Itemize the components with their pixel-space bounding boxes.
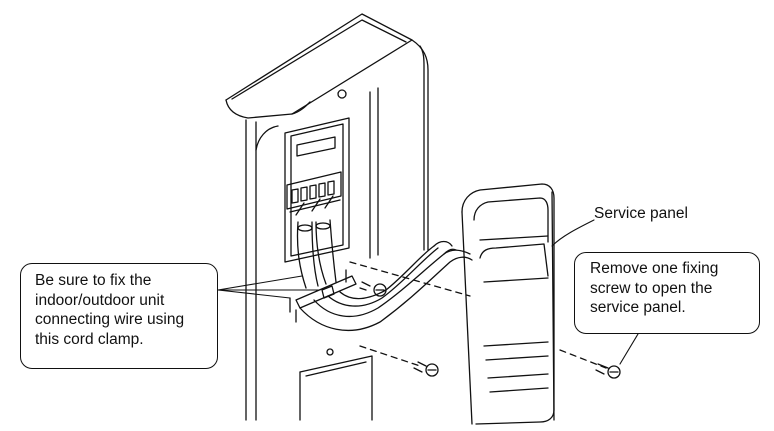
- connecting-wires: [296, 219, 337, 289]
- callout-line: indoor/outdoor unit: [35, 291, 165, 309]
- callout-line: Remove one fixing: [590, 260, 719, 277]
- unit-housing: [225, 13, 429, 421]
- callout-line: screw to open the: [590, 279, 713, 297]
- fixing-screw-callout: Remove one fixing screw to open the serv…: [574, 252, 760, 334]
- clamp-screw-icon: [359, 281, 387, 297]
- lower-front-panel: [299, 348, 373, 421]
- cord-clamp: [289, 269, 357, 323]
- panel-screw-icon: [595, 363, 621, 379]
- cord-clamp-callout: Be sure to fix the indoor/outdoor unit c…: [20, 263, 218, 369]
- service-panel-label: Service panel: [594, 205, 688, 222]
- callout-line: Be sure to fix the: [35, 272, 152, 289]
- callout-line: service panel.: [590, 299, 686, 316]
- callout-line: this cord clamp.: [35, 330, 144, 348]
- cable-bundle: [299, 240, 473, 331]
- callout-line: connecting wire using: [35, 311, 185, 328]
- lower-screw-icon: [413, 361, 439, 377]
- service-panel: [461, 183, 555, 425]
- guide-lines: [349, 261, 607, 369]
- leader-lines: [217, 219, 639, 365]
- terminal-block: [284, 117, 350, 263]
